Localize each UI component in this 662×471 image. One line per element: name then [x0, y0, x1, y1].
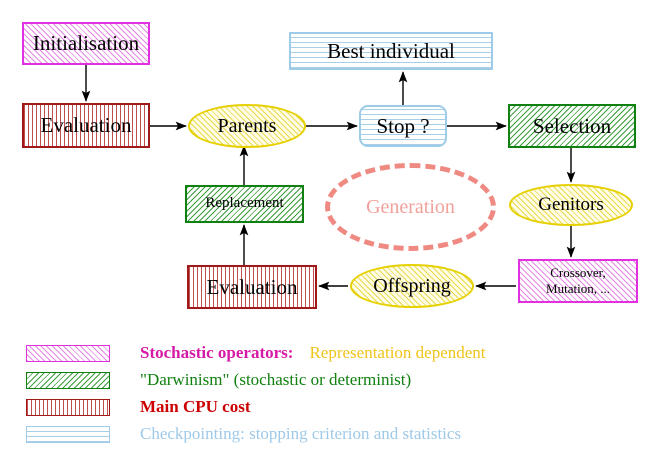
node-genitors-label: Genitors: [538, 194, 604, 216]
node-crossover-line1: Crossover,: [550, 264, 606, 280]
legend-label-darwinism: "Darwinism" (stochastic or determinist): [140, 370, 412, 389]
legend-row-darwinism: "Darwinism" (stochastic or determinist): [0, 367, 662, 393]
legend-text-representation-dependent: Representation dependent: [309, 343, 486, 362]
node-generation-group: Generation: [325, 163, 496, 251]
node-offspring[interactable]: Offspring: [350, 264, 474, 308]
legend-label-stochastic-operators: Stochastic operators: Representation depe…: [140, 343, 486, 363]
node-offspring-label: Offspring: [373, 274, 451, 297]
legend-label-main-cpu-cost: Main CPU cost: [140, 397, 251, 416]
legend-swatch-magenta-diagonal-hatch: [26, 344, 110, 362]
node-best-individual-label: Best individual: [327, 38, 455, 63]
node-crossover-line2: Mutation, ...: [546, 281, 610, 296]
legend-row-checkpointing: Checkpointing: stopping criterion and st…: [0, 421, 662, 447]
legend-swatch-blue-horizontal-hatch: [26, 425, 110, 443]
node-initialisation[interactable]: Initialisation: [22, 22, 150, 65]
node-genitors[interactable]: Genitors: [509, 184, 633, 226]
node-selection-label: Selection: [532, 113, 612, 138]
node-evaluation-top[interactable]: Evaluation: [22, 103, 150, 148]
node-evaluation-top-label: Evaluation: [40, 113, 132, 138]
legend: Stochastic operators: Representation depe…: [0, 334, 662, 471]
legend-row-stochastic-operators: Stochastic operators: Representation depe…: [0, 340, 662, 366]
node-generation-label: Generation: [366, 195, 455, 218]
legend-row-main-cpu-cost: Main CPU cost: [0, 394, 662, 420]
node-parents-label: Parents: [217, 114, 277, 137]
node-initialisation-label: Initialisation: [32, 31, 140, 56]
legend-text-stochastic-operators: Stochastic operators:: [140, 343, 294, 362]
legend-swatch-green-diagonal-hatch: [26, 371, 110, 389]
node-replacement[interactable]: Replacement: [185, 185, 304, 223]
node-replacement-label: Replacement: [205, 195, 284, 212]
node-parents[interactable]: Parents: [188, 104, 306, 148]
legend-label-checkpointing: Checkpointing: stopping criterion and st…: [140, 424, 462, 443]
node-evaluation-bottom-label: Evaluation: [206, 274, 298, 299]
node-evaluation-bottom[interactable]: Evaluation: [187, 265, 317, 309]
node-best-individual[interactable]: Best individual: [289, 32, 493, 70]
node-crossover-mutation[interactable]: Crossover, Mutation, ...: [518, 259, 638, 303]
legend-swatch-red-vertical-hatch: [26, 398, 110, 416]
node-stop[interactable]: Stop ?: [359, 105, 447, 147]
node-stop-label: Stop ?: [376, 113, 430, 138]
node-selection[interactable]: Selection: [508, 104, 636, 148]
